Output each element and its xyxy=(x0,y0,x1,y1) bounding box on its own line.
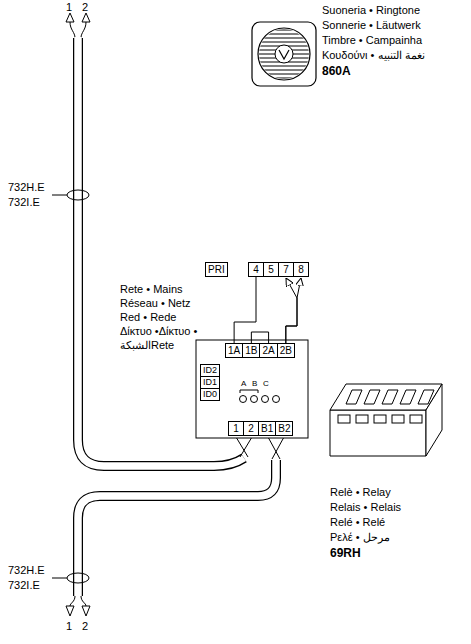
cable-sheath xyxy=(78,460,276,596)
grille-line xyxy=(256,30,312,31)
terminal-label: 1B xyxy=(242,343,260,358)
grille-line xyxy=(256,42,312,43)
relay-terminal-screw xyxy=(346,390,362,404)
terminal-label: 1A xyxy=(225,343,243,358)
caption-text: Ρελέ • مرحل xyxy=(330,531,390,544)
grille-line xyxy=(256,70,312,71)
caption-text: 1 xyxy=(66,1,72,14)
terminal-label: ID0 xyxy=(200,388,220,401)
cable-wire xyxy=(70,22,86,38)
caption-text: Relais • Relais xyxy=(330,501,401,514)
caption-text: Réseau • Netz xyxy=(120,297,191,310)
wire-connector xyxy=(286,278,297,343)
terminal-block: PRI xyxy=(205,262,228,277)
caption-text: 732I.E xyxy=(8,579,40,592)
caption-text: Red • Rede xyxy=(120,311,176,324)
caption-text: 732H.E xyxy=(8,181,45,194)
caption-text: Suoneria • Ringtone xyxy=(322,4,420,17)
wire-connector xyxy=(234,277,256,343)
terminal-label: 1 xyxy=(228,421,244,436)
grille-line xyxy=(256,66,312,67)
grille-line xyxy=(256,38,312,39)
cable-sheath-inner xyxy=(78,459,276,597)
cable-end-arrow xyxy=(66,606,90,616)
part-number: 860A xyxy=(322,65,351,78)
grille-line xyxy=(256,34,312,35)
relay-terminals xyxy=(338,390,434,423)
caption-text: 732H.E xyxy=(8,564,45,577)
terminal-block: 4578 xyxy=(248,262,309,277)
caption-text: Timbre • Campainha xyxy=(322,34,422,47)
terminal-label: B2 xyxy=(275,421,293,436)
relay-terminal-slot xyxy=(392,415,404,423)
cable-marker xyxy=(67,573,89,583)
terminal-label: 2B xyxy=(277,343,295,358)
jumper-bridge xyxy=(240,390,258,393)
relay-module-box xyxy=(196,340,308,438)
grille-line xyxy=(256,74,312,75)
terminal-block: 1A1B2A2B xyxy=(225,343,295,358)
relay-terminal-slot xyxy=(356,415,368,423)
caption-text: Sonnerie • Läutwerk xyxy=(322,19,421,32)
caption-text: 1 xyxy=(66,620,72,633)
grille-line xyxy=(256,78,312,79)
relay-terminal-slot xyxy=(338,415,350,423)
jumper-pins xyxy=(240,396,280,403)
terminal-label: PRI xyxy=(205,262,228,277)
grille-lines xyxy=(256,30,312,78)
caption-text: 732I.E xyxy=(8,196,40,209)
wire-connector xyxy=(286,278,301,343)
jumper-pin xyxy=(251,396,258,403)
jumper-pin xyxy=(240,396,247,403)
cable-marker xyxy=(67,190,89,200)
relay-terminal-screw xyxy=(400,390,416,404)
terminal-label: 2A xyxy=(259,343,277,358)
ringtone-housing xyxy=(252,22,316,86)
terminal-label: 2 xyxy=(243,421,259,436)
terminal-label: B1 xyxy=(258,421,276,436)
cable-wire xyxy=(236,437,252,457)
caption-text: Δίκτυο •Δίκτυο • xyxy=(120,325,197,338)
cable-end-arrow xyxy=(66,13,90,22)
caption-text: الشبكةRete xyxy=(120,339,174,352)
relay-terminal-slot xyxy=(374,415,386,423)
caption-text: Κουδούνι • نغمة التنبيه xyxy=(322,49,425,62)
relay-terminal-screw xyxy=(418,390,434,404)
caption-text: A xyxy=(241,379,246,388)
cable-wire xyxy=(70,596,86,606)
relay-terminal-screw xyxy=(382,390,398,404)
jumper-wire xyxy=(251,332,268,343)
caption-text: 2 xyxy=(82,620,88,633)
terminal-label: 4 xyxy=(248,262,264,277)
jumper-pin xyxy=(262,396,269,403)
terminal-label: 7 xyxy=(278,262,294,277)
leader-line xyxy=(52,578,67,579)
relay-front xyxy=(330,410,426,456)
speaker-center xyxy=(275,45,293,63)
relay-terminal-screw xyxy=(364,390,380,404)
caption-text: 2 xyxy=(82,1,88,14)
caption-text: Relè • Relay xyxy=(330,486,391,499)
jumper-pin xyxy=(273,396,280,403)
terminal-block: 12B1B2 xyxy=(228,421,293,436)
terminal-label: 8 xyxy=(293,262,309,277)
terminal-label: 5 xyxy=(263,262,279,277)
speaker-logo xyxy=(279,50,289,59)
leader-line xyxy=(52,195,67,196)
relay-terminal-slot xyxy=(410,415,422,423)
caption-text: C xyxy=(263,379,269,388)
relay-top xyxy=(330,384,442,410)
caption-text: Rete • Mains xyxy=(120,283,183,296)
cable-wire xyxy=(268,437,284,459)
caption-text: B xyxy=(252,379,257,388)
caption-text: Relé • Relé xyxy=(330,516,385,529)
id-switch-block: ID2ID1ID0 xyxy=(200,364,220,401)
part-number: 69RH xyxy=(330,547,361,560)
